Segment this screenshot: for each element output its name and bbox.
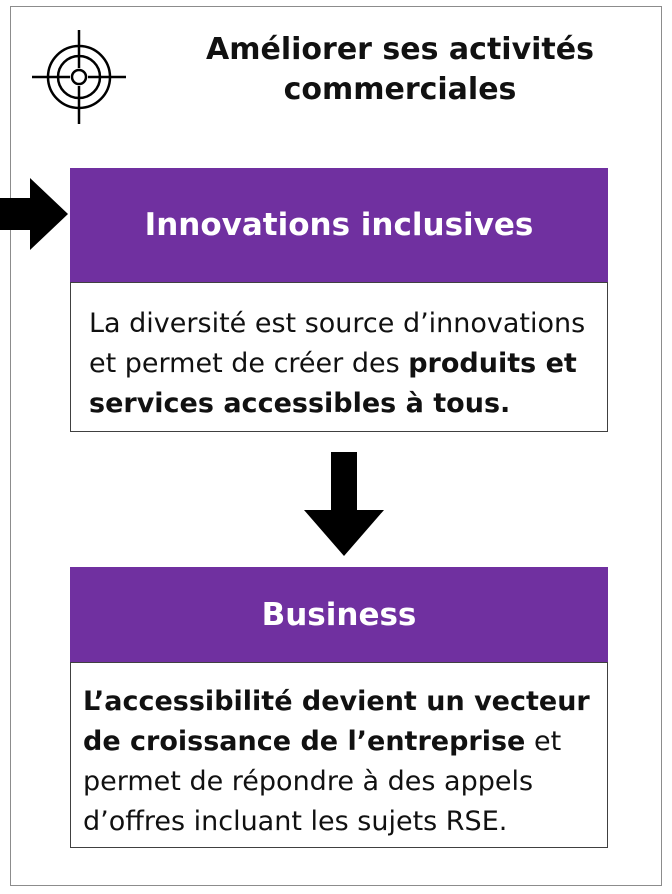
business-text-regular: et permet de répondre à des appels d’off…: [83, 726, 562, 837]
title-line-1: Améliorer ses activités: [206, 32, 594, 67]
arrow-down-icon: [304, 452, 384, 556]
title-line-2: commerciales: [283, 72, 517, 107]
arrow-right-icon: [0, 178, 68, 250]
slide-frame: [10, 6, 662, 886]
innovations-header: Innovations inclusives: [70, 168, 608, 282]
business-text-bold: L’accessibilité devient un vecteur de cr…: [83, 686, 590, 757]
innovations-text-bold: produits et services accessibles à tous.: [89, 348, 577, 419]
business-header: Business: [70, 567, 608, 662]
page-title: Améliorer ses activités commerciales: [150, 30, 650, 110]
innovations-body: La diversité est source d’innovations et…: [70, 282, 608, 432]
innovations-text: La diversité est source d’innovations et…: [89, 304, 597, 424]
innovations-text-regular: La diversité est source d’innovations et…: [89, 308, 586, 379]
business-body: L’accessibilité devient un vecteur de cr…: [70, 662, 608, 848]
target-icon: [32, 30, 126, 124]
business-text: L’accessibilité devient un vecteur de cr…: [83, 682, 597, 842]
